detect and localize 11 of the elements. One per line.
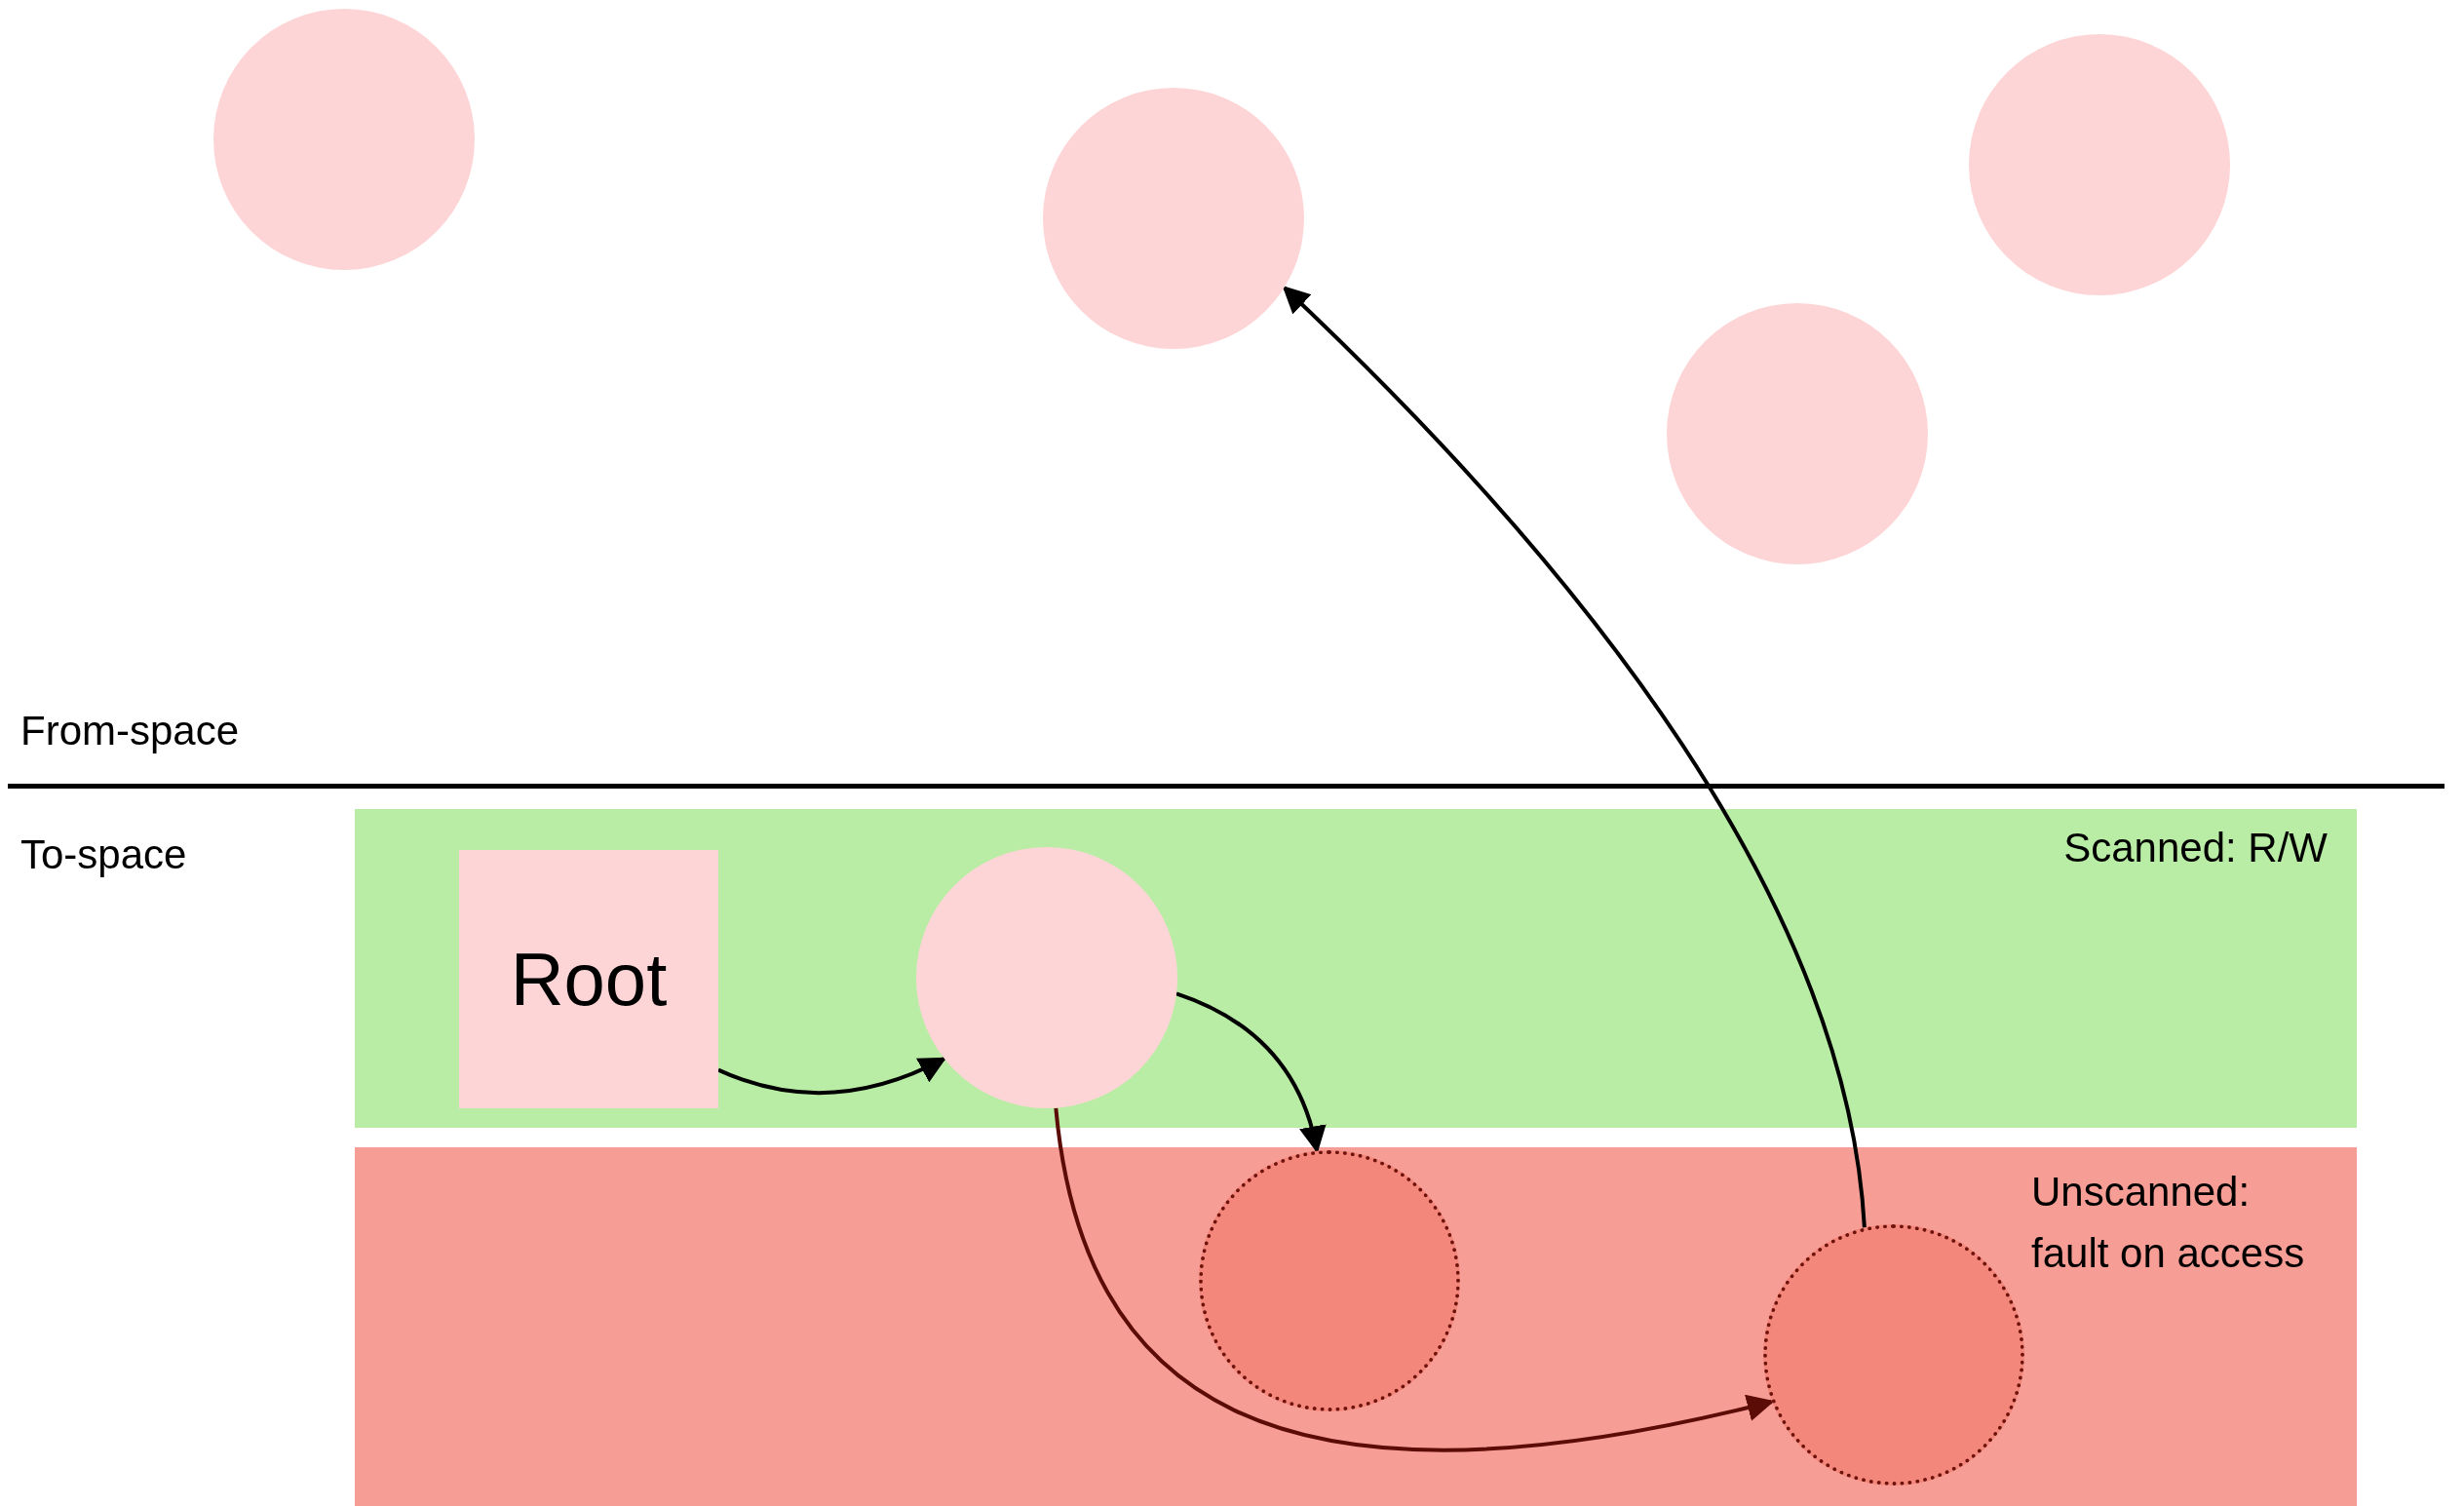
arrow	[717, 1057, 947, 1096]
scanned-region	[355, 809, 2357, 1128]
arrow	[1282, 286, 1867, 1228]
region-label: Scanned: R/W	[2063, 824, 2328, 872]
space-label: From-space	[20, 707, 240, 755]
region-label: Unscanned: fault on access	[2031, 1168, 2306, 1278]
arrow	[1054, 1107, 1775, 1452]
unscanned-region	[355, 1147, 2357, 1506]
root-box	[459, 850, 718, 1108]
root-label: Root	[510, 936, 668, 1023]
space-label: To-space	[20, 830, 187, 879]
